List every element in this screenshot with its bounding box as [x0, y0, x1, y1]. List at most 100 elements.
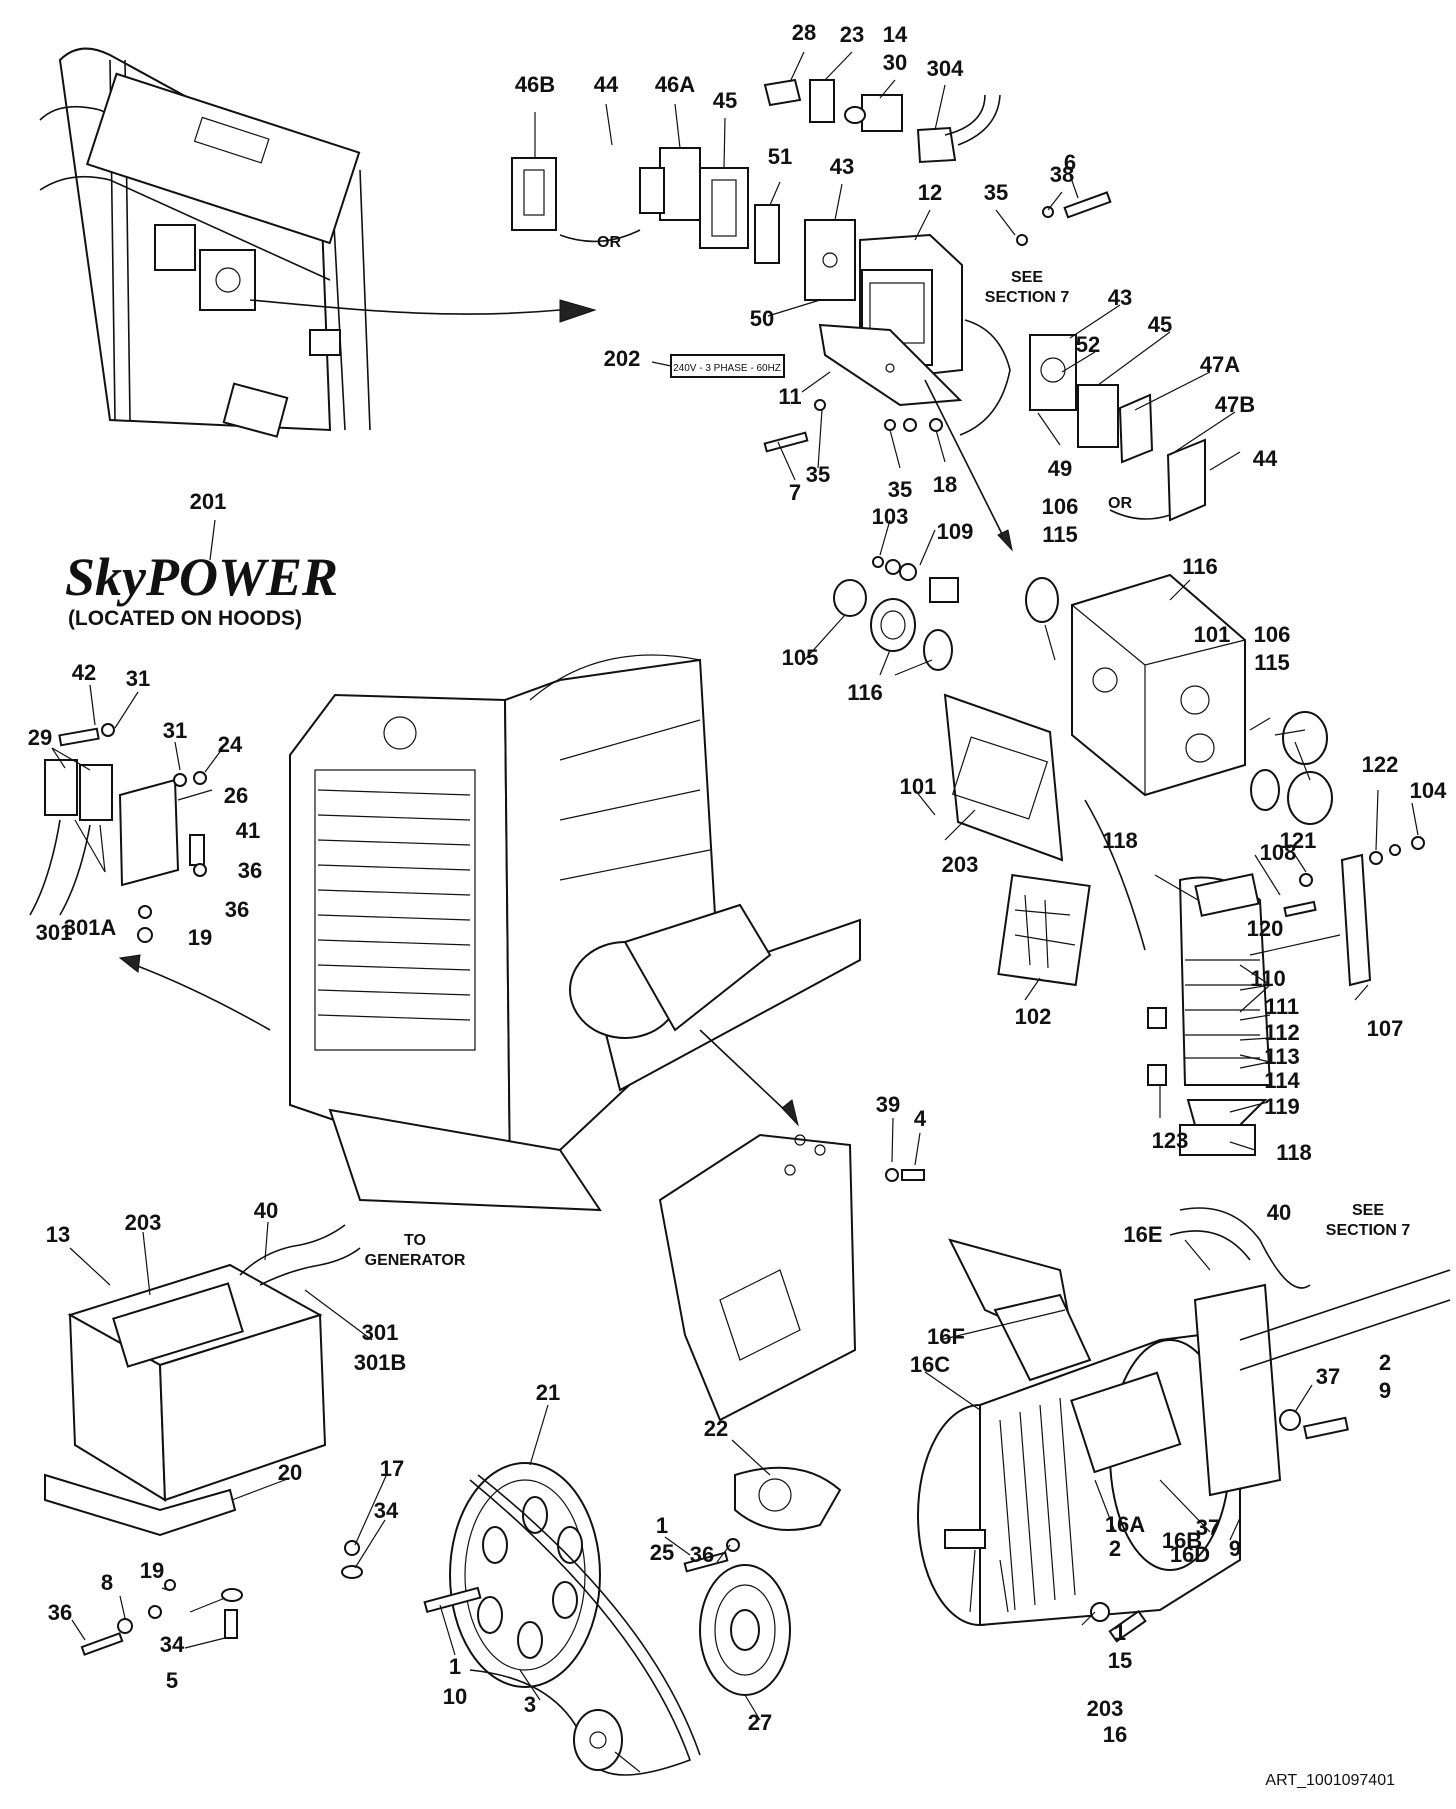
- platform-control-view: [39, 47, 597, 438]
- callout-label: 8: [101, 1570, 113, 1595]
- callout-label: 34: [160, 1632, 185, 1657]
- relay-bracket-assembly: [29, 723, 271, 1031]
- callout-label: 45: [1148, 312, 1172, 337]
- callout-label: 13: [46, 1222, 70, 1247]
- callout-label: 106: [1042, 494, 1079, 519]
- callout-label: 104: [1410, 778, 1447, 803]
- callout-label: 304: [927, 56, 964, 81]
- callout-label: 301A: [64, 915, 117, 940]
- callout-label: 108: [1260, 840, 1297, 865]
- located-on-hoods-note: (LOCATED ON HOODS): [68, 607, 302, 630]
- callout-label: 44: [594, 72, 619, 97]
- callout-label: 26: [224, 783, 248, 808]
- callout-label: 52: [1076, 332, 1100, 357]
- decal-202-text: 240V - 3 PHASE - 60HZ: [673, 363, 781, 374]
- callout-label: 16: [1103, 1722, 1127, 1747]
- engine-unit: [289, 654, 861, 1212]
- callout-label: 6: [1064, 150, 1076, 175]
- callout-label: 7: [789, 480, 801, 505]
- callout-label: 28: [792, 20, 816, 45]
- callout-label: 119: [1264, 1094, 1300, 1119]
- callout-label: 36: [48, 1600, 72, 1625]
- callout-label: 103: [872, 504, 909, 529]
- callout-label: 101: [1194, 622, 1231, 647]
- callout-label: 123: [1152, 1128, 1189, 1153]
- callout-label: 11: [778, 384, 801, 409]
- callout-label: 35: [984, 180, 1008, 205]
- callout-label: 16F: [927, 1324, 965, 1349]
- callout-label: 116: [1182, 554, 1218, 579]
- callout-label: 36: [238, 858, 262, 883]
- callout-label: 19: [188, 925, 212, 950]
- callout-label: 118: [1102, 828, 1138, 853]
- callout-label: 42: [72, 660, 96, 685]
- callout-label: 114: [1264, 1068, 1300, 1093]
- callout-label: 18: [933, 472, 957, 497]
- callout-label: 41: [236, 818, 260, 843]
- skypower-logo: SkyPOWER (LOCATED ON HOODS): [65, 547, 338, 630]
- callout-label: 111: [1265, 994, 1299, 1019]
- callout-label: 49: [1048, 456, 1072, 481]
- callout-label: 34: [374, 1498, 399, 1523]
- callout-label: 39: [876, 1092, 900, 1117]
- callout-label: 202: [604, 346, 641, 371]
- or-note-upper: OR: [597, 234, 621, 251]
- callout-label: 120: [1247, 916, 1284, 941]
- callout-label: 45: [713, 88, 737, 113]
- callout-label: 2: [1379, 1350, 1391, 1375]
- callout-label: 29: [28, 725, 52, 750]
- callout-label: 201: [190, 489, 227, 514]
- callout-label: 16C: [910, 1352, 950, 1377]
- callout-label: 301B: [354, 1350, 407, 1375]
- callout-label: 25: [650, 1540, 674, 1565]
- callout-label: 35: [888, 477, 912, 502]
- callout-label: 112: [1264, 1020, 1300, 1045]
- callout-label: 1: [449, 1654, 461, 1679]
- callout-label: 122: [1362, 752, 1399, 777]
- leader-lines: [51, 51, 1419, 1773]
- callout-label: 40: [254, 1198, 278, 1223]
- callout-label: 121: [1280, 828, 1317, 853]
- callout-label: 22: [704, 1416, 728, 1441]
- callout-label: 38: [1050, 162, 1074, 187]
- callout-label: 203: [1087, 1696, 1124, 1721]
- callout-label: 16A: [1105, 1512, 1145, 1537]
- callout-label: 15: [1108, 1648, 1132, 1673]
- callout-label: 102: [1015, 1004, 1052, 1029]
- callout-label: 113: [1264, 1044, 1300, 1069]
- callout-label: 4: [914, 1106, 927, 1131]
- callout-label: 30: [883, 50, 907, 75]
- callout-label: 36: [225, 897, 249, 922]
- callout-label: 115: [1042, 522, 1078, 547]
- callout-label: 16E: [1123, 1222, 1162, 1247]
- callout-label: 23: [840, 22, 864, 47]
- callout-label: 51: [768, 144, 792, 169]
- callout-label: 43: [830, 154, 854, 179]
- callout-label: 46A: [655, 72, 695, 97]
- callout-label: 1: [656, 1513, 668, 1538]
- art-id: ART_1001097401: [1265, 1772, 1395, 1789]
- callout-label: 37: [1316, 1364, 1340, 1389]
- generator-16: [917, 1207, 1451, 1643]
- callout-label: 101: [900, 774, 937, 799]
- callout-label: 2: [1109, 1536, 1121, 1561]
- callout-label: 1: [1114, 1620, 1126, 1645]
- callout-label: 301: [362, 1320, 399, 1345]
- callout-label: 16B: [1162, 1528, 1202, 1553]
- callout-label: 105: [782, 645, 819, 670]
- callout-label: 17: [380, 1456, 404, 1481]
- callout-label: 40: [1267, 1200, 1291, 1225]
- callout-label: 9: [1229, 1536, 1241, 1561]
- callout-label: 118: [1276, 1140, 1312, 1165]
- callout-label: 47B: [1215, 392, 1255, 417]
- logo-text: SkyPOWER: [65, 547, 338, 607]
- callout-label: 44: [1253, 446, 1278, 471]
- callout-label: 203: [942, 852, 979, 877]
- callout-label: 10: [443, 1684, 467, 1709]
- callout-label: 24: [218, 732, 243, 757]
